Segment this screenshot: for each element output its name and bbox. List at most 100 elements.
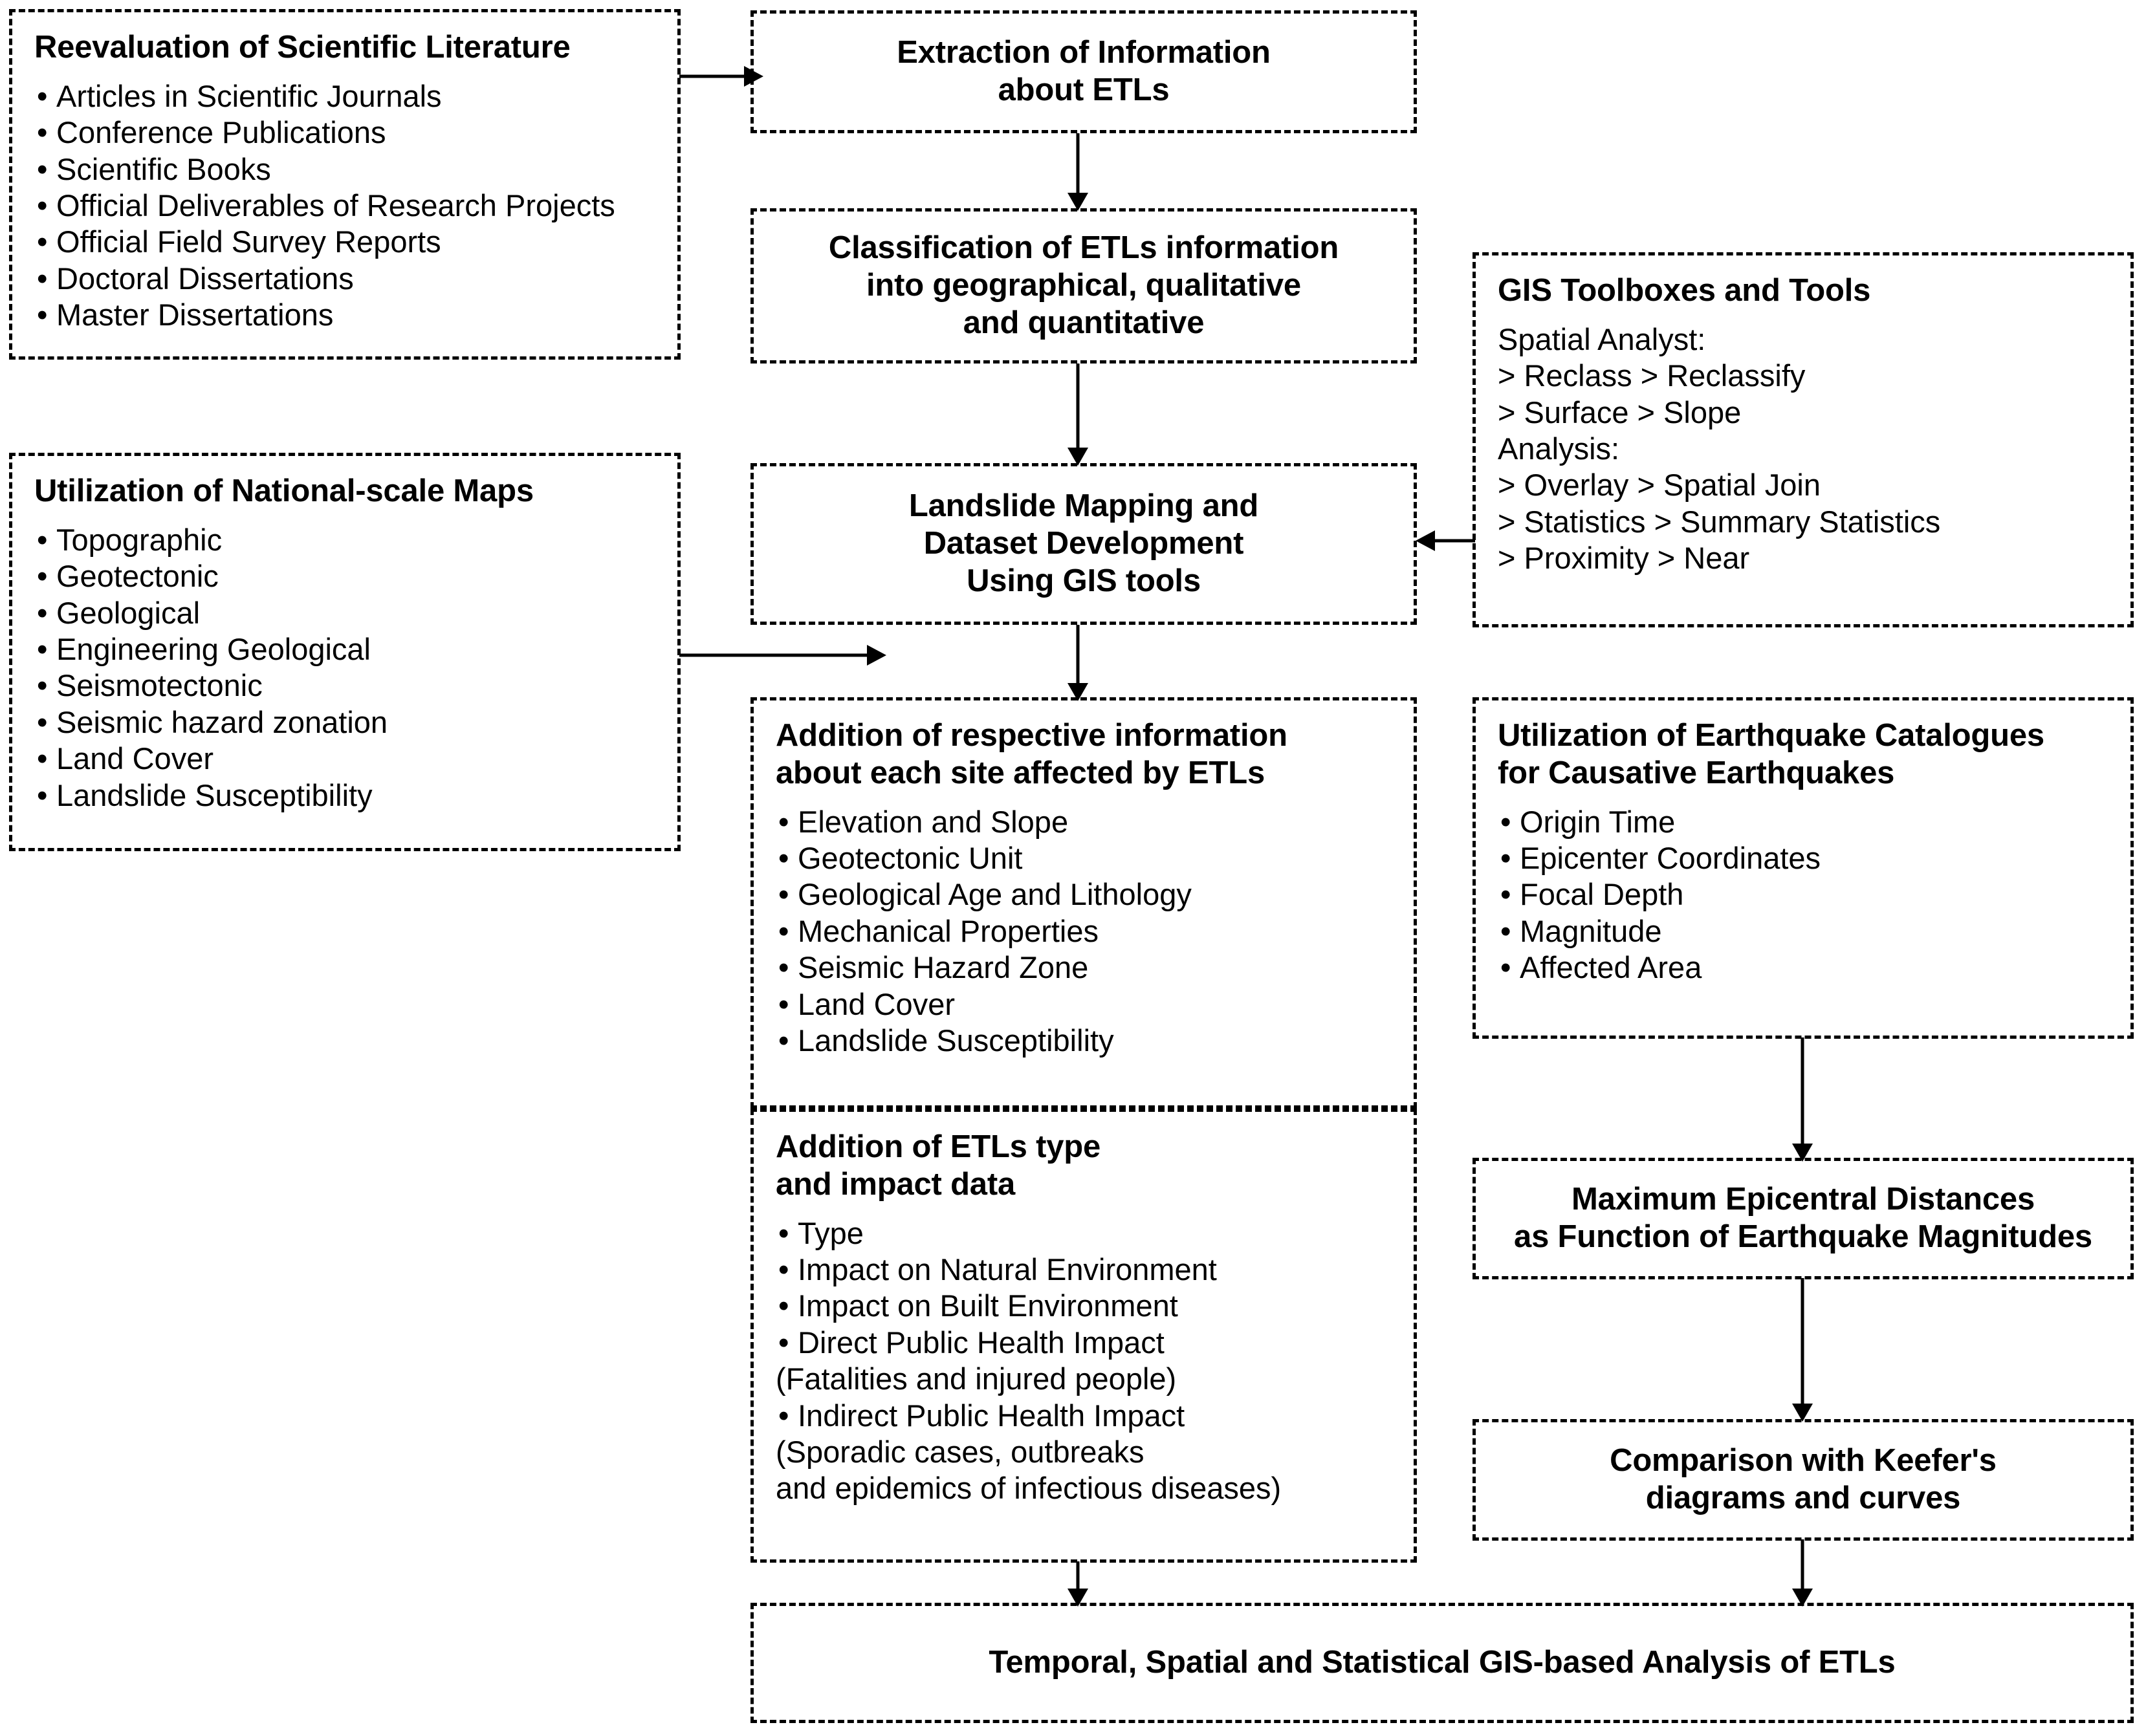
list-item: Scientific Books <box>34 151 655 188</box>
list-item: Analysis: <box>1498 431 1620 466</box>
box-classification-line2: into geographical, qualitative <box>866 268 1301 303</box>
box-eq-catalogues-title: Utilization of Earthquake Catalogues for… <box>1498 717 2108 792</box>
box-national-maps-content: Utilization of National-scale Maps Topog… <box>12 456 677 825</box>
box-landslide-mapping: Landslide Mapping and Dataset Developmen… <box>750 463 1417 625</box>
list-item: Affected Area <box>1498 949 2108 986</box>
arrow-landslide-to-site-info <box>1058 625 1097 701</box>
list-item: Direct Public Health Impact <box>776 1325 1392 1361</box>
arrow-etl-impact-to-final <box>1058 1561 1097 1607</box>
arrow-max-distances-to-keefer <box>1783 1278 1822 1422</box>
list-item: Mechanical Properties <box>776 913 1392 949</box>
box-literature-list: Articles in Scientific Journals Conferen… <box>34 78 655 334</box>
list-item: Doctoral Dissertations <box>34 261 655 297</box>
box-max-distances-line1: Maximum Epicentral Distances <box>1571 1182 2035 1217</box>
box-landslide-mapping-line3: Using GIS tools <box>967 563 1201 598</box>
box-extraction-line1: Extraction of Information <box>897 35 1271 71</box>
box-keefer-content: Comparison with Keefer's diagrams and cu… <box>1476 1422 2130 1537</box>
box-classification-line3: and quantitative <box>963 305 1205 340</box>
box-eq-catalogues-title-line1: Utilization of Earthquake Catalogues <box>1498 718 2044 753</box>
box-landslide-mapping-line1: Landslide Mapping and <box>908 488 1259 524</box>
box-extraction: Extraction of Information about ETLs <box>750 10 1417 133</box>
box-site-info-title: Addition of respective information about… <box>776 717 1392 792</box>
list-item: Epicenter Coordinates <box>1498 840 2108 876</box>
box-etl-impact-title: Addition of ETLs type and impact data <box>776 1129 1392 1204</box>
box-eq-catalogues: Utilization of Earthquake Catalogues for… <box>1473 697 2134 1039</box>
box-site-info-title-line1: Addition of respective information <box>776 718 1287 753</box>
list-item: Articles in Scientific Journals <box>34 78 655 114</box>
box-landslide-mapping-title: Landslide Mapping and Dataset Developmen… <box>909 488 1258 600</box>
box-landslide-mapping-line2: Dataset Development <box>923 526 1244 561</box>
box-eq-catalogues-title-line2: for Causative Earthquakes <box>1498 755 1895 790</box>
box-keefer-title: Comparison with Keefer's diagrams and cu… <box>1610 1442 1997 1517</box>
list-item: Landslide Susceptibility <box>776 1023 1392 1059</box>
list-item: Type <box>776 1215 1392 1252</box>
box-extraction-line2: about ETLs <box>998 72 1170 107</box>
arrow-classification-to-landslide <box>1058 363 1097 466</box>
box-final-analysis-content: Temporal, Spatial and Statistical GIS-ba… <box>754 1606 2130 1720</box>
list-item: Seismic Hazard Zone <box>776 949 1392 986</box>
box-site-info: Addition of respective information about… <box>750 697 1417 1109</box>
box-keefer-line2: diagrams and curves <box>1645 1481 1961 1515</box>
box-final-analysis-title: Temporal, Spatial and Statistical GIS-ba… <box>989 1645 1896 1680</box>
list-item: Seismotectonic <box>34 667 655 704</box>
list-item: Land Cover <box>34 741 655 777</box>
box-site-info-title-line2: about each site affected by ETLs <box>776 755 1265 790</box>
box-classification-content: Classification of ETLs information into … <box>754 212 1414 360</box>
arrow-keefer-to-final <box>1783 1539 1822 1607</box>
list-item: Indirect Public Health Impact <box>776 1398 1392 1434</box>
box-etl-impact-title-line2: and impact data <box>776 1166 1016 1202</box>
list-item: > Surface > Slope <box>1498 395 1742 429</box>
box-final-analysis: Temporal, Spatial and Statistical GIS-ba… <box>750 1603 2134 1723</box>
arrow-literature-to-extraction <box>679 57 763 96</box>
list-item: Impact on Natural Environment <box>776 1252 1392 1288</box>
box-extraction-content: Extraction of Information about ETLs <box>754 14 1414 130</box>
box-national-maps-list: Topographic Geotectonic Geological Engin… <box>34 522 655 814</box>
box-literature-title: Reevaluation of Scientific Literature <box>34 30 571 65</box>
list-item: Landslide Susceptibility <box>34 777 655 814</box>
box-keefer-line1: Comparison with Keefer's <box>1610 1443 1997 1479</box>
box-classification-title: Classification of ETLs information into … <box>829 230 1339 342</box>
box-max-distances-content: Maximum Epicentral Distances as Function… <box>1476 1161 2130 1276</box>
list-item: Elevation and Slope <box>776 804 1392 840</box>
list-item: Geological Age and Lithology <box>776 876 1392 913</box>
list-item: Master Dissertations <box>34 297 655 333</box>
list-item: Focal Depth <box>1498 876 2108 913</box>
arrow-gis-tools-to-landslide <box>1416 521 1475 560</box>
arrow-eq-catalogues-to-max-distances <box>1783 1037 1822 1162</box>
box-national-maps: Utilization of National-scale Maps Topog… <box>9 453 681 851</box>
list-item: Topographic <box>34 522 655 558</box>
list-item: Official Field Survey Reports <box>34 224 655 260</box>
box-literature: Reevaluation of Scientific Literature Ar… <box>9 9 681 360</box>
list-item: Geotectonic Unit <box>776 840 1392 876</box>
box-keefer: Comparison with Keefer's diagrams and cu… <box>1473 1419 2134 1541</box>
list-item: Spatial Analyst: <box>1498 321 1706 356</box>
box-site-info-list: Elevation and Slope Geotectonic Unit Geo… <box>776 804 1392 1059</box>
list-item: Origin Time <box>1498 804 2108 840</box>
list-item: Seismic hazard zonation <box>34 704 655 741</box>
list-item: Geological <box>34 595 655 631</box>
box-classification: Classification of ETLs information into … <box>750 208 1417 363</box>
list-item: and epidemics of infectious diseases) <box>776 1471 1282 1506</box>
box-max-distances-line2: as Function of Earthquake Magnitudes <box>1514 1219 2092 1254</box>
list-item: Official Deliverables of Research Projec… <box>34 188 655 224</box>
list-item: Magnitude <box>1498 913 2108 949</box>
list-item: (Fatalities and injured people) <box>776 1362 1177 1396</box>
list-item: > Reclass > Reclassify <box>1498 358 1806 393</box>
box-etl-impact: Addition of ETLs type and impact data Ty… <box>750 1109 1417 1563</box>
list-item: Engineering Geological <box>34 631 655 667</box>
box-eq-catalogues-list: Origin Time Epicenter Coordinates Focal … <box>1498 804 2108 986</box>
box-landslide-mapping-content: Landslide Mapping and Dataset Developmen… <box>754 466 1414 622</box>
box-etl-impact-list: Type Impact on Natural Environment Impac… <box>776 1215 1392 1507</box>
box-gis-tools-list: Spatial Analyst: > Reclass > Reclassify … <box>1498 321 2108 577</box>
list-item: > Statistics > Summary Statistics <box>1498 504 1941 539</box>
list-item: Impact on Built Environment <box>776 1288 1392 1324</box>
box-site-info-content: Addition of respective information about… <box>754 700 1414 1070</box>
box-etl-impact-content: Addition of ETLs type and impact data Ty… <box>754 1112 1414 1519</box>
box-gis-tools-content: GIS Toolboxes and Tools Spatial Analyst:… <box>1476 255 2130 589</box>
list-item: Land Cover <box>776 986 1392 1023</box>
box-eq-catalogues-content: Utilization of Earthquake Catalogues for… <box>1476 700 2130 998</box>
box-etl-impact-title-line1: Addition of ETLs type <box>776 1129 1101 1164</box>
arrow-extraction-to-classification <box>1058 133 1097 211</box>
box-gis-tools-title: GIS Toolboxes and Tools <box>1498 273 1871 308</box>
